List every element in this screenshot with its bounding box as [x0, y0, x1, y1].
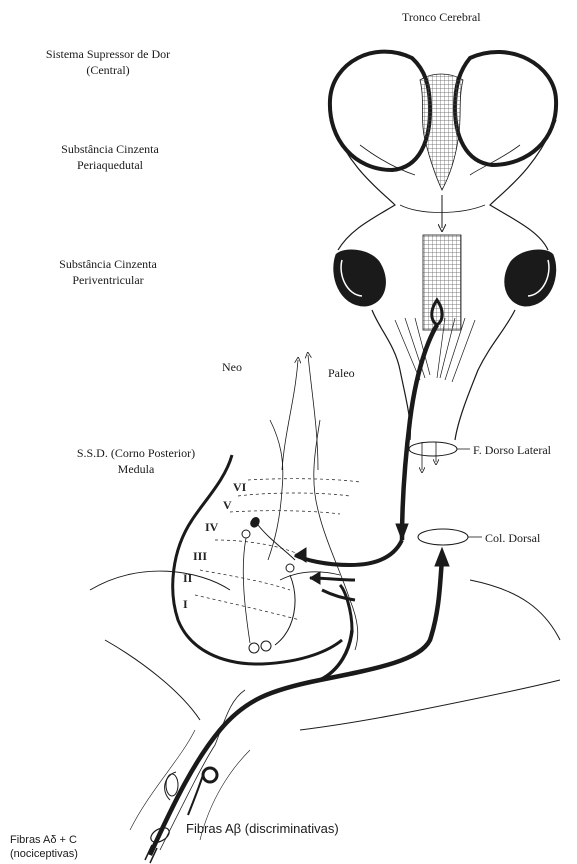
lamina-vi: VI	[233, 480, 246, 495]
label-pvg-line1: Substância Cinzenta	[59, 257, 157, 271]
label-fibras-adc-line1: Fibras Aδ + C	[10, 833, 77, 847]
label-fibras-ab: Fibras Aβ (discriminativas)	[186, 822, 339, 836]
dorsal-column	[418, 529, 482, 545]
label-f-dorso-lateral: F. Dorso Lateral	[473, 443, 551, 457]
label-sistema-supressor-line1: Sistema Supressor de Dor	[46, 47, 170, 61]
label-pag-line2: Periaquedutal	[77, 158, 143, 172]
label-tronco-cerebral: Tronco Cerebral	[402, 10, 481, 24]
label-sistema-supressor-line2: (Central)	[86, 63, 129, 77]
afferent-fibres	[130, 548, 449, 863]
lamina-v: V	[223, 498, 232, 513]
label-col-dorsal: Col. Dorsal	[485, 531, 540, 545]
label-pag-line1: Substância Cinzenta	[61, 142, 159, 156]
label-pvg-line2: Periventricular	[72, 273, 143, 287]
lamina-iv: IV	[205, 520, 218, 535]
label-ssd-corno-line2: Medula	[118, 462, 155, 476]
label-paleo: Paleo	[328, 366, 355, 380]
label-neo: Neo	[222, 360, 242, 374]
label-ssd-corno-line1: S.S.D. (Corno Posterior)	[77, 446, 195, 460]
lamina-i: I	[183, 597, 188, 612]
lamina-iii: III	[193, 549, 207, 564]
lamina-ii: II	[183, 571, 192, 586]
label-fibras-adc-line2: (nociceptivas)	[10, 847, 78, 861]
